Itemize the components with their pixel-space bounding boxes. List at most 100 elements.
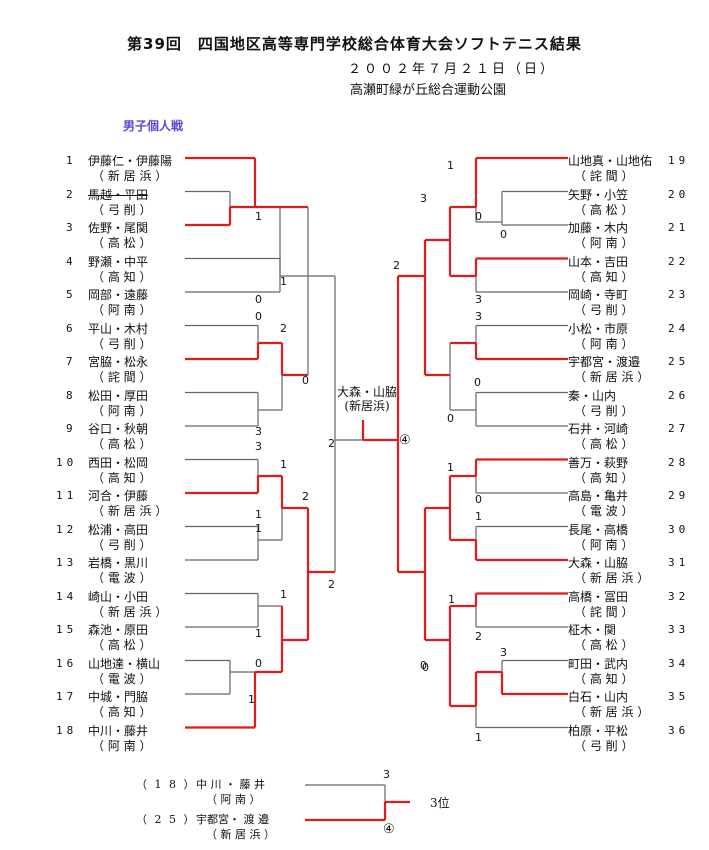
entry-school: （ 高 松 ） <box>92 236 152 250</box>
entry-number: 15 <box>56 623 78 636</box>
entry-names: 中城・門脇 <box>88 690 149 704</box>
entry-names: 高橋・冨田 <box>568 589 629 604</box>
entry-school: （ 高 知 ） <box>92 470 152 485</box>
entry-school: （ 高 松 ） <box>574 638 634 652</box>
match-score: 0 <box>422 661 429 674</box>
match-score: 0 <box>255 657 262 670</box>
entry-school: （ 電 波 ） <box>92 671 152 686</box>
champion-school: (新居浜) <box>344 399 390 413</box>
match-score: 3 <box>475 310 482 323</box>
entry-number: 25 <box>668 355 690 368</box>
entry-number: 27 <box>668 422 690 435</box>
entry-school: （ 阿 南 ） <box>574 537 634 552</box>
entry-number: 11 <box>56 489 78 502</box>
match-score: 0 <box>500 228 507 241</box>
entry-names: 中川・藤井 <box>88 723 149 738</box>
entry-number: 16 <box>56 656 78 670</box>
match-score: 0 <box>255 293 262 306</box>
entry-school: （ 弓 削 ） <box>92 202 152 217</box>
entry-names: 馬越・平田 <box>88 187 149 202</box>
final-score: ④ <box>399 433 411 448</box>
entry-names: 秦・山内 <box>568 388 617 403</box>
match-score: 2 <box>302 490 309 503</box>
entry-number: 23 <box>668 288 690 301</box>
entry-number: 8 <box>66 388 77 402</box>
entry-names: 宮脇・松永 <box>88 355 149 369</box>
third-bottom-score: ④ <box>383 822 395 837</box>
entry-school: （ 新 居 浜 ） <box>574 370 650 384</box>
entry-names: 柏原・平松 <box>568 723 629 738</box>
entry-names: 松浦・高田 <box>88 522 149 537</box>
entry-number: 21 <box>668 221 690 234</box>
entry-names: 岡崎・寺町 <box>568 288 629 302</box>
entry-school: （ 阿 南 ） <box>92 403 152 418</box>
entry-number: 7 <box>66 355 77 368</box>
entry-names: 加藤・木内 <box>568 221 629 235</box>
match-score: 1 <box>447 461 454 474</box>
entry-number: 26 <box>668 388 690 402</box>
entry-number: 34 <box>668 656 690 670</box>
entry-school: （ 高 松 ） <box>92 638 152 652</box>
entry-number: 30 <box>668 522 690 536</box>
entry-number: 9 <box>66 422 77 435</box>
entry-names: 松田・厚田 <box>88 388 149 403</box>
entry-names: 佐野・尾関 <box>88 221 149 235</box>
entry-school: （ 新 居 浜 ） <box>574 571 650 585</box>
entry-school: （ 弓 削 ） <box>92 336 152 351</box>
match-score: 1 <box>255 508 262 521</box>
entry-names: 山地達・横山 <box>88 656 161 671</box>
entry-names: 町田・武内 <box>568 656 629 671</box>
entry-number: 12 <box>56 522 78 536</box>
match-score: 0 <box>475 210 482 223</box>
entry-names: 山本・吉田 <box>568 254 629 269</box>
entry-names: 高島・亀井 <box>568 489 629 503</box>
entry-school: （ 高 知 ） <box>92 269 152 284</box>
entry-names: 長尾・高橋 <box>568 522 629 537</box>
entry-names: 岡部・遠藤 <box>88 288 149 302</box>
entry-school: （ 弓 削 ） <box>574 403 634 418</box>
entry-school: （ 電 波 ） <box>92 571 152 585</box>
entry-school: （ 弓 削 ） <box>92 537 152 552</box>
match-score: 1 <box>255 627 262 640</box>
third-top-score: 3 <box>383 768 390 781</box>
entry-names: 岩橋・黒川 <box>88 556 149 570</box>
match-score: 3 <box>475 293 482 306</box>
entry-number: 6 <box>66 321 77 335</box>
entry-number: 22 <box>668 254 690 268</box>
match-score: 2 <box>280 322 287 335</box>
entry-school: （ 詫 間 ） <box>574 169 634 183</box>
third-top-school: （ 阿 南 ） <box>206 793 261 806</box>
match-score: 2 <box>328 437 335 450</box>
entry-number: 20 <box>668 187 690 201</box>
entry-names: 西田・松岡 <box>88 455 149 470</box>
match-score: 1 <box>255 522 262 535</box>
champion-label: 大森・山脇 (新居浜) <box>337 385 397 413</box>
match-score: 0 <box>475 493 482 506</box>
match-score: 1 <box>475 731 482 744</box>
entry-school: （ 高 知 ） <box>574 671 634 686</box>
entry-names: 矢野・小笠 <box>568 187 629 202</box>
match-score: 1 <box>448 593 455 606</box>
entry-number: 13 <box>56 556 78 569</box>
entry-number: 29 <box>668 489 690 502</box>
entry-names: 森池・原田 <box>88 623 149 637</box>
match-score: 0 <box>447 412 454 425</box>
entry-names: 善万・萩野 <box>568 455 629 470</box>
entry-number: 18 <box>56 723 78 737</box>
entry-school: （ 高 知 ） <box>574 269 634 284</box>
match-score: 3 <box>500 646 507 659</box>
match-score: 2 <box>393 259 400 272</box>
entry-number: 19 <box>668 154 690 167</box>
entry-school: （ 弓 削 ） <box>574 303 634 317</box>
entry-school: （ 高 松 ） <box>92 437 152 451</box>
entry-names: 柾木・関 <box>568 623 617 637</box>
match-score: 0 <box>302 374 309 387</box>
third-bottom-seed: （ 2 5 ） <box>136 813 197 826</box>
entry-names: 崎山・小田 <box>88 589 149 604</box>
entry-school: （ 弓 削 ） <box>574 738 634 753</box>
entry-school: （ 阿 南 ） <box>574 236 634 250</box>
entry-number: 24 <box>668 321 690 335</box>
entry-number: 5 <box>66 288 77 301</box>
match-score: 1 <box>280 458 287 471</box>
